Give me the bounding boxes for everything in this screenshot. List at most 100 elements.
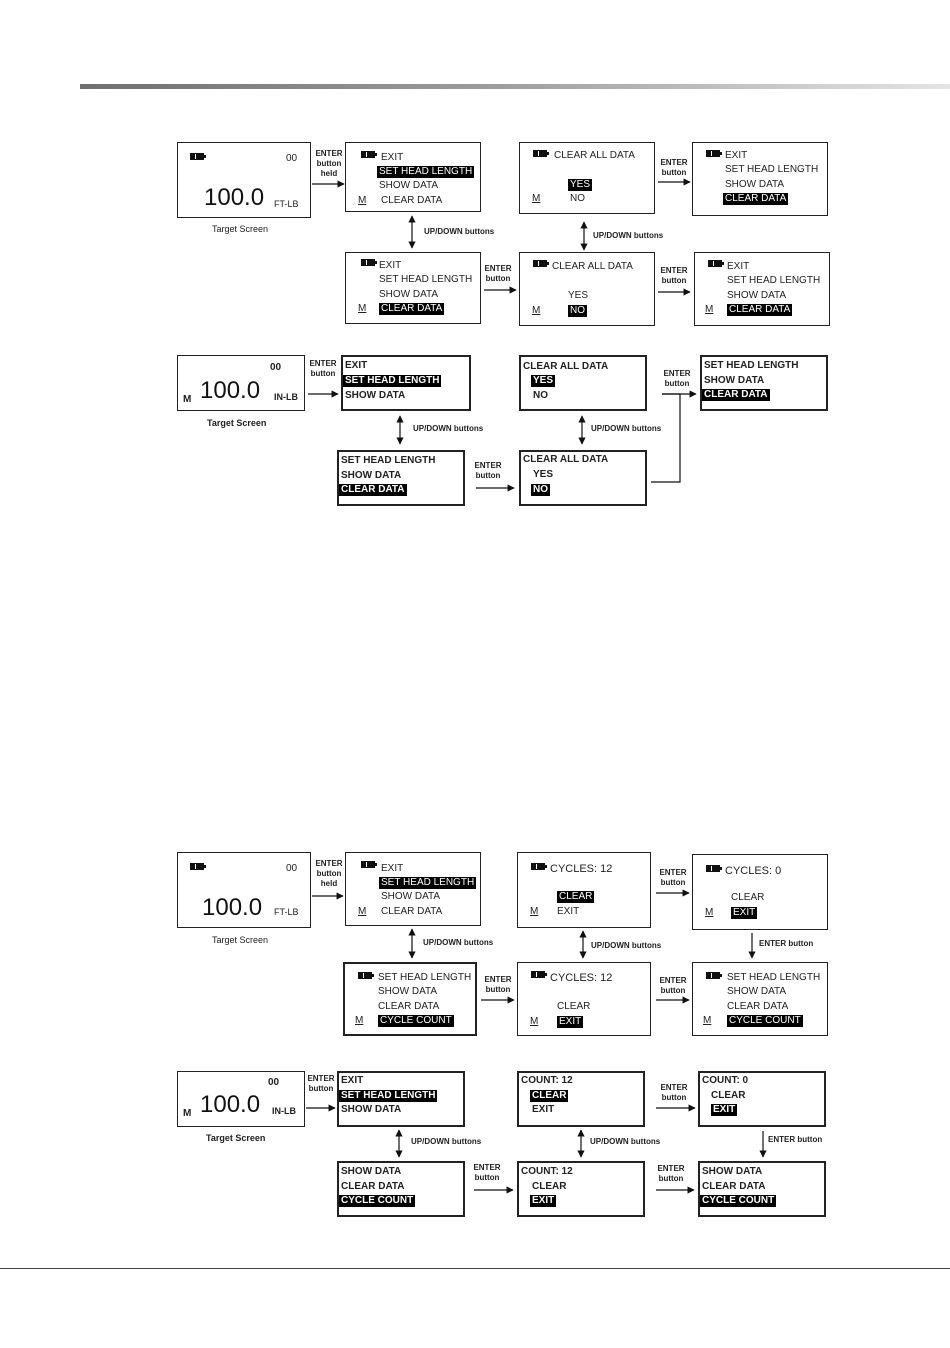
updown-label: UP/DOWN buttons xyxy=(413,424,484,433)
menu-clear-data: CLEAR DATA xyxy=(381,906,443,917)
menu-show-data: SHOW DATA xyxy=(381,891,441,902)
clear-all-title: CLEAR ALL DATA xyxy=(523,361,609,372)
clear-all-screen: CLEAR ALL DATA YES NO xyxy=(519,355,647,411)
torque-value: 100.0 xyxy=(200,377,261,404)
menu-cycle-count: CYCLE COUNT xyxy=(339,1195,416,1207)
mode-indicator: M xyxy=(183,1108,192,1119)
menu-show-data: SHOW DATA xyxy=(704,375,765,386)
menu-show-data: SHOW DATA xyxy=(378,986,438,997)
menu-screen: EXIT SET HEAD LENGTH SHOW DATA CLEAR DAT… xyxy=(692,142,828,216)
battery-icon xyxy=(361,259,377,266)
target-screen-in: 00 M 100.0 IN-LB xyxy=(177,1071,305,1127)
cycles-screen: CYCLES: 12 CLEAR M EXIT xyxy=(517,962,651,1036)
target-screen-in: 00 M 100.0 IN-LB xyxy=(177,355,305,411)
menu-set-head-length: SET HEAD LENGTH xyxy=(727,972,821,983)
target-screen-ft: 00 100.0 FT-LB xyxy=(177,142,311,218)
torque-value: 100.0 xyxy=(202,894,263,921)
menu-clear-data: CLEAR DATA xyxy=(702,389,770,401)
menu-set-head-length: SET HEAD LENGTH xyxy=(378,972,472,983)
menu-screen: SET HEAD LENGTH SHOW DATA CLEAR DATA M C… xyxy=(692,962,828,1036)
option-yes: YES xyxy=(568,290,589,301)
unit-label: FT-LB xyxy=(274,907,299,917)
cycles-screen: CYCLES: 12 CLEAR M EXIT xyxy=(517,852,651,928)
menu-show-data: SHOW DATA xyxy=(727,986,787,997)
option-clear: CLEAR xyxy=(731,892,765,903)
menu-set-head-length: SET HEAD LENGTH xyxy=(377,166,475,178)
battery-icon xyxy=(531,971,547,978)
menu-set-head-length: SET HEAD LENGTH xyxy=(341,455,436,466)
menu-screen: SET HEAD LENGTH SHOW DATA CLEAR DATA xyxy=(700,355,828,411)
updown-label: UP/DOWN buttons xyxy=(590,1137,661,1146)
count-readout: COUNT: 12 xyxy=(521,1166,573,1177)
mode-indicator: M xyxy=(355,1015,364,1026)
option-clear: CLEAR xyxy=(711,1090,746,1101)
clear-all-screen: CLEAR ALL DATA YES M NO xyxy=(519,252,655,326)
count-readout: 00 xyxy=(268,1077,280,1088)
torque-value: 100.0 xyxy=(200,1091,261,1118)
battery-icon xyxy=(190,153,206,160)
clear-all-title: CLEAR ALL DATA xyxy=(552,261,633,272)
option-exit: EXIT xyxy=(557,1016,584,1028)
menu-show-data: SHOW DATA xyxy=(702,1166,763,1177)
option-clear: CLEAR xyxy=(530,1090,569,1102)
menu-show-data: SHOW DATA xyxy=(379,289,439,300)
menu-set-head-length: SET HEAD LENGTH xyxy=(343,375,442,387)
menu-show-data: SHOW DATA xyxy=(341,1166,402,1177)
enter-button-label: ENTER button xyxy=(759,939,814,948)
count-screen: COUNT: 12 CLEAR EXIT xyxy=(517,1161,645,1217)
target-screen-ft: 00 100.0 FT-LB xyxy=(177,852,311,928)
unit-label: FT-LB xyxy=(274,199,299,209)
count-readout: 00 xyxy=(286,153,298,164)
option-clear: CLEAR xyxy=(557,1001,591,1012)
mode-indicator: M xyxy=(532,193,541,204)
battery-icon xyxy=(706,150,722,157)
menu-clear-data: CLEAR DATA xyxy=(378,1001,440,1012)
mode-indicator: M xyxy=(705,304,714,315)
cycles-readout: CYCLES: 0 xyxy=(725,865,782,877)
menu-clear-data: CLEAR DATA xyxy=(341,1181,405,1192)
menu-screen: SET HEAD LENGTH SHOW DATA CLEAR DATA xyxy=(337,450,465,506)
clear-all-screen: CLEAR ALL DATA YES M NO xyxy=(519,142,655,214)
updown-label: UP/DOWN buttons xyxy=(424,227,495,236)
menu-screen: EXIT SET HEAD LENGTH SHOW DATA M CLEAR D… xyxy=(345,252,481,324)
option-no: NO xyxy=(568,305,587,317)
updown-label: UP/DOWN buttons xyxy=(593,231,664,240)
battery-icon xyxy=(358,972,374,979)
menu-screen: SHOW DATA CLEAR DATA CYCLE COUNT xyxy=(337,1161,465,1217)
battery-icon xyxy=(531,863,547,870)
battery-icon xyxy=(708,260,724,267)
cycles-screen: CYCLES: 0 CLEAR M EXIT xyxy=(692,854,828,930)
menu-cycle-count: CYCLE COUNT xyxy=(727,1015,803,1027)
count-readout: COUNT: 12 xyxy=(521,1075,573,1086)
menu-show-data: SHOW DATA xyxy=(341,1104,402,1115)
battery-icon xyxy=(533,260,549,267)
clear-all-screen: CLEAR ALL DATA YES NO xyxy=(519,450,647,506)
menu-set-head-length: SET HEAD LENGTH xyxy=(379,877,477,889)
menu-set-head-length: SET HEAD LENGTH xyxy=(727,275,821,286)
target-screen-caption: Target Screen xyxy=(206,1133,266,1143)
menu-exit: EXIT xyxy=(725,150,748,161)
target-screen-caption: Target Screen xyxy=(207,418,267,428)
menu-clear-data: CLEAR DATA xyxy=(381,195,443,206)
menu-show-data: SHOW DATA xyxy=(727,290,787,301)
mode-indicator: M xyxy=(358,906,367,917)
mode-indicator: M xyxy=(703,1015,712,1026)
mode-indicator: M xyxy=(530,906,539,917)
menu-clear-data: CLEAR DATA xyxy=(727,1001,789,1012)
option-exit: EXIT xyxy=(711,1104,738,1116)
updown-label: UP/DOWN buttons xyxy=(591,424,662,433)
count-screen: COUNT: 0 CLEAR EXIT xyxy=(698,1071,826,1127)
updown-label: UP/DOWN buttons xyxy=(411,1137,482,1146)
cycles-readout: CYCLES: 12 xyxy=(550,863,613,875)
battery-icon xyxy=(361,151,377,158)
option-clear: CLEAR xyxy=(532,1181,567,1192)
target-screen-caption: Target Screen xyxy=(212,224,269,234)
option-yes: YES xyxy=(568,179,593,191)
